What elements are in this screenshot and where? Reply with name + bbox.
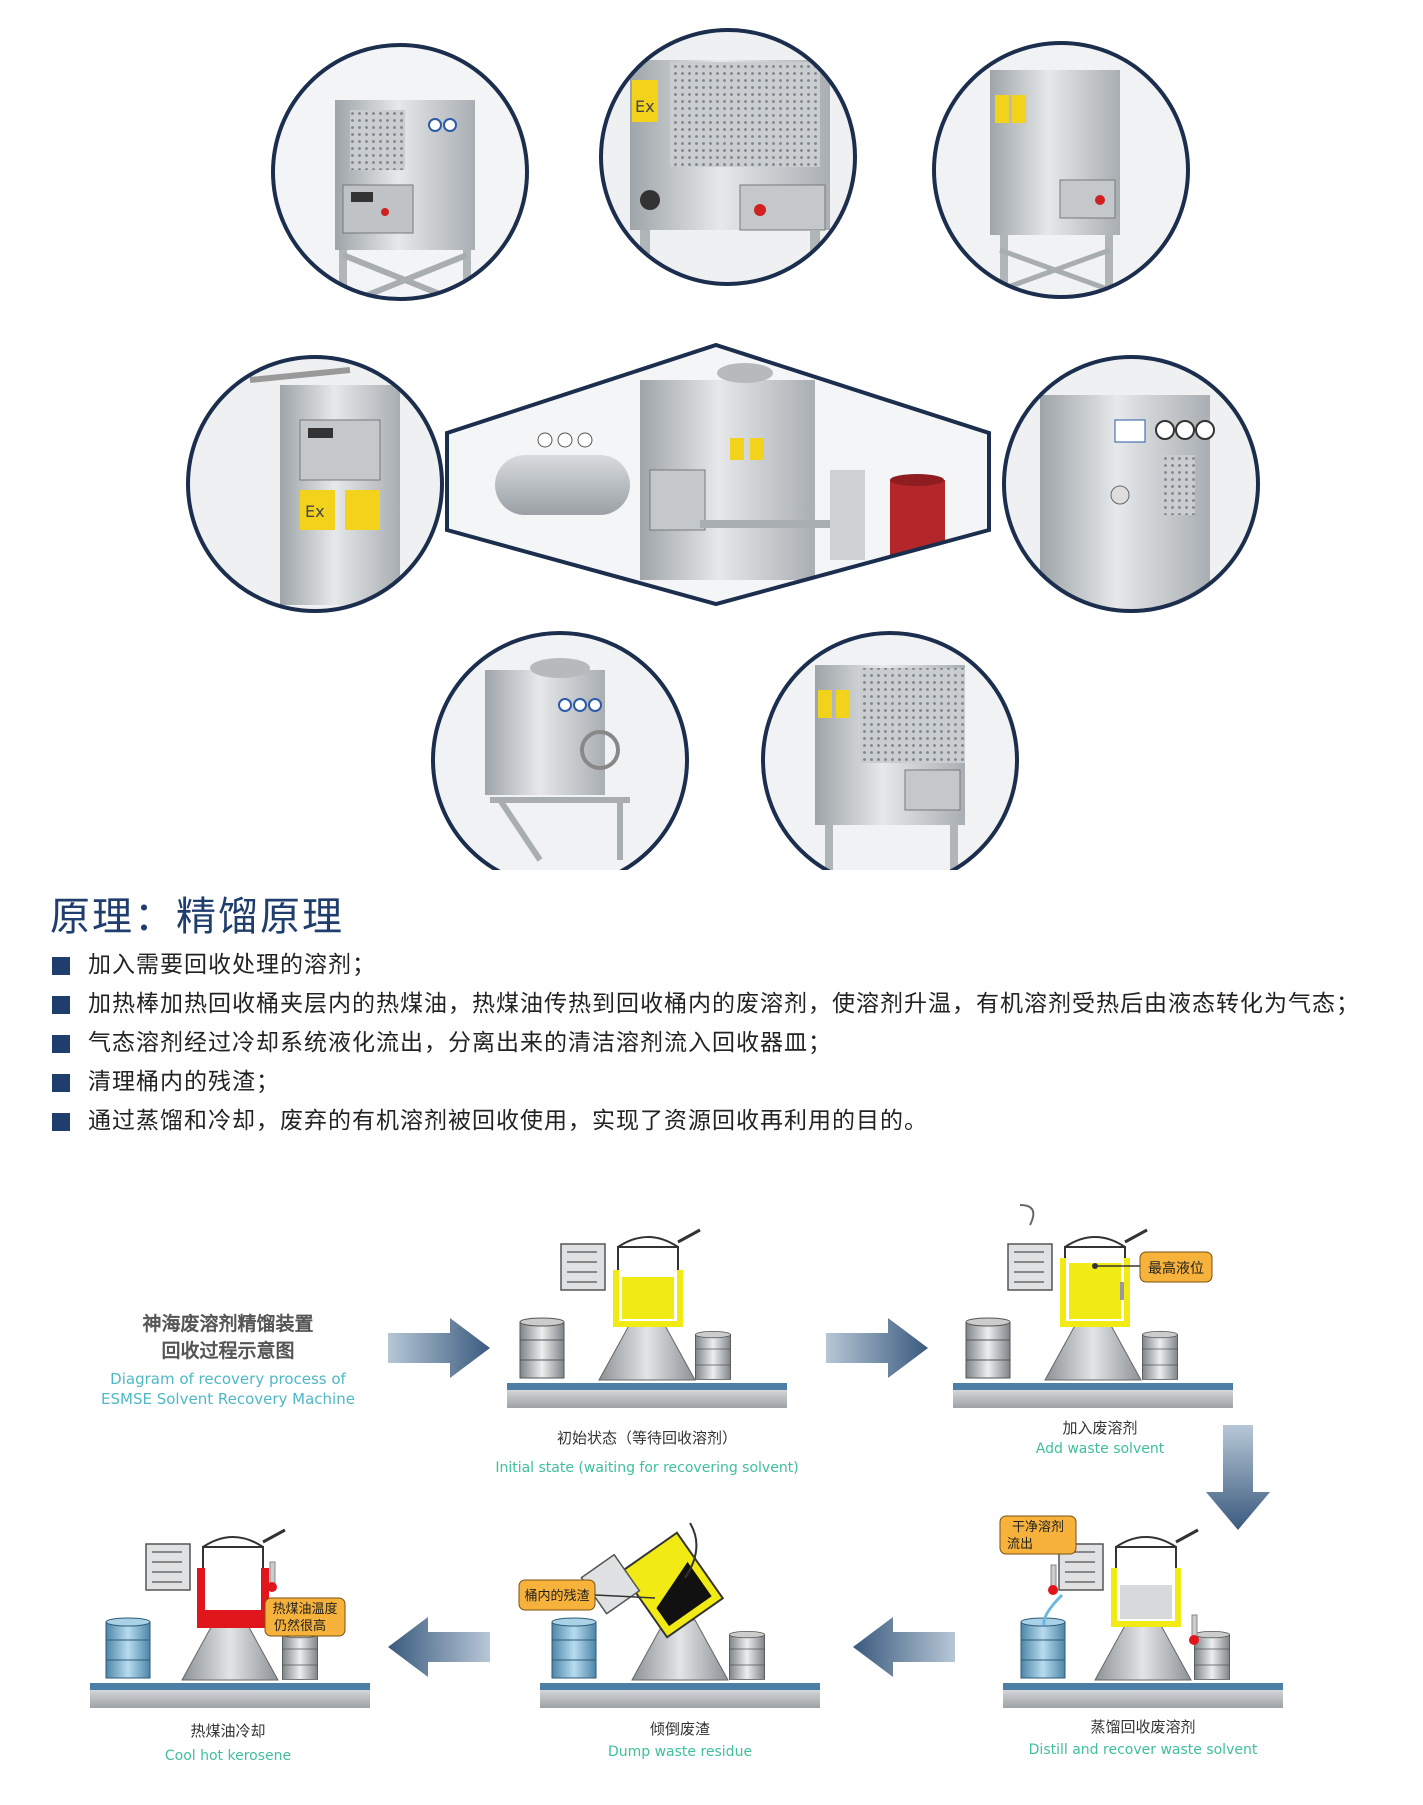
svg-text:Ex: Ex <box>635 97 655 116</box>
machine-photo-5 <box>1004 357 1258 611</box>
step-distill-en: Distill and recover waste solvent <box>1029 1742 1258 1758</box>
step-dump-cn: 倾倒废渣 <box>650 1720 710 1738</box>
bullet-square-icon <box>52 957 70 975</box>
bullet-item: 加热棒加热回收桶夹层内的热煤油，热煤油传热到回收桶内的废溶剂，使溶剂升温，有机溶… <box>50 985 1380 1024</box>
arrow-right-icon <box>826 1318 928 1378</box>
bullet-square-icon <box>52 1074 70 1092</box>
principle-title: 原理：精馏原理 <box>50 894 344 940</box>
step-distill-cn: 蒸馏回收废溶剂 <box>1090 1718 1195 1736</box>
step-cool-kerosene: 热煤油温度 仍然很高 <box>90 1528 370 1708</box>
machine-photo-center <box>447 345 989 604</box>
arrow-left-icon <box>853 1617 955 1677</box>
tag-kerosene-hot-1: 热煤油温度 <box>272 1601 337 1617</box>
recovery-process-diagram: 神海废溶剂精馏装置 回收过程示意图 Diagram of recovery pr… <box>90 1204 1283 1764</box>
step-add-solvent: 最高液位 <box>953 1204 1233 1408</box>
step-add-en: Add waste solvent <box>1036 1441 1165 1457</box>
step-dump-residue: 桶内的残渣 <box>518 1522 820 1708</box>
arrow-right-icon <box>388 1318 490 1378</box>
step-dump-en: Dump waste residue <box>608 1744 752 1760</box>
bullet-item: 清理桶内的残渣； <box>50 1063 1380 1102</box>
thermometer-icon <box>267 1582 277 1592</box>
diagram-title-cn-1: 神海废溶剂精馏装置 <box>142 1312 313 1335</box>
tag-max-level: 最高液位 <box>1148 1260 1204 1277</box>
diagram-title-cn-2: 回收过程示意图 <box>161 1339 294 1362</box>
tag-residue: 桶内的残渣 <box>524 1588 589 1604</box>
step-cool-en: Cool hot kerosene <box>165 1748 291 1764</box>
bullet-square-icon <box>52 1113 70 1131</box>
arrow-left-icon <box>388 1617 490 1677</box>
machine-photo-7 <box>763 633 1017 870</box>
step-initial-cn: 初始状态（等待回收溶剂） <box>557 1429 737 1447</box>
tag-clean-solvent-2: 流出 <box>1007 1537 1033 1552</box>
thermometer-icon <box>1048 1585 1058 1595</box>
machine-photo-1 <box>273 45 527 299</box>
machine-photo-3 <box>934 43 1188 297</box>
svg-text:Ex: Ex <box>305 502 325 521</box>
machine-photo-4: Ex <box>188 357 442 611</box>
step-add-cn: 加入废溶剂 <box>1062 1419 1137 1437</box>
tag-clean-solvent-1: 干净溶剂 <box>1012 1520 1064 1535</box>
thermometer-icon <box>1189 1635 1199 1645</box>
machine-photo-2: Ex <box>601 30 855 284</box>
diagram-title-en-1: Diagram of recovery process of <box>110 1370 346 1388</box>
bullet-item: 加入需要回收处理的溶剂； <box>50 946 1380 985</box>
tag-kerosene-hot-2: 仍然很高 <box>274 1618 326 1634</box>
machine-collage: Ex <box>186 28 1260 870</box>
step-distill: 干净溶剂 流出 <box>999 1515 1283 1708</box>
bullet-item: 通过蒸馏和冷却，废弃的有机溶剂被回收使用，实现了资源回收再利用的目的。 <box>50 1102 1380 1141</box>
bullet-item: 气态溶剂经过冷却系统液化流出，分离出来的清洁溶剂流入回收器皿； <box>50 1024 1380 1063</box>
arrow-down-icon <box>1206 1425 1270 1530</box>
bullet-square-icon <box>52 1035 70 1053</box>
bullet-square-icon <box>52 996 70 1014</box>
step-initial-en: Initial state (waiting for recovering so… <box>495 1460 798 1476</box>
diagram-title-en-2: ESMSE Solvent Recovery Machine <box>101 1390 355 1408</box>
machine-photo-6 <box>433 633 687 870</box>
principle-bullet-list: 加入需要回收处理的溶剂； 加热棒加热回收桶夹层内的热煤油，热煤油传热到回收桶内的… <box>50 946 1380 1141</box>
step-cool-cn: 热煤油冷却 <box>190 1722 265 1740</box>
step-initial-state <box>507 1228 787 1408</box>
